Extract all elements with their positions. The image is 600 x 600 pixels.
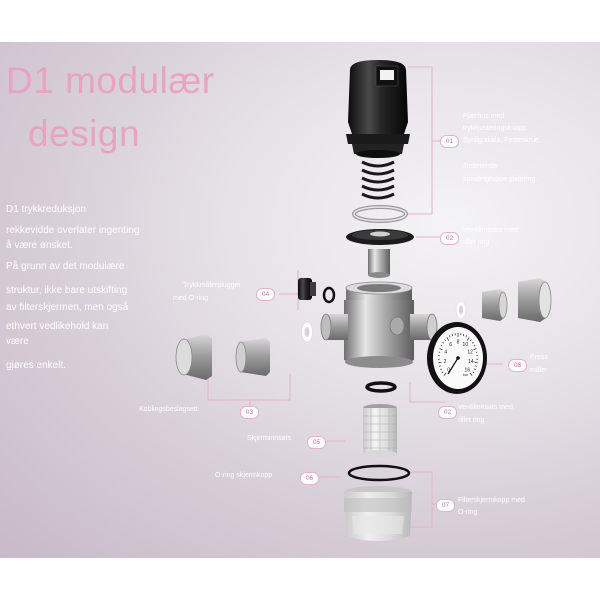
callout-label-07-line-2: O-ring (458, 509, 478, 516)
gauge-numeral: 6 (449, 342, 452, 348)
callout-number-08: 08 (508, 359, 527, 372)
gauge-tick (439, 365, 441, 367)
spring-housing-part (346, 60, 410, 200)
gauge-unit: bar (463, 373, 469, 377)
gauge-tick (440, 344, 443, 347)
gauge-tick (473, 348, 477, 351)
callout-number-06: 06 (300, 472, 319, 485)
gauge-numeral: 10 (463, 342, 469, 348)
gauge-tick (443, 372, 447, 376)
callout-label-08-line-2: måler (530, 367, 548, 374)
intro-line-4: På grunn av det modulære (6, 261, 125, 272)
title-line-1: D1 modulær (6, 60, 215, 101)
gauge-tick (449, 335, 451, 338)
gauge-tick (473, 344, 476, 347)
callout-label-01-line-4: Justerende (463, 163, 498, 170)
gauge-numeral: 16 (465, 367, 471, 373)
callout-label-05: Skjerminnsats (247, 435, 291, 442)
gauge-tick (439, 348, 443, 351)
callout-label-04-line-1: Trykkmålerplugger (183, 282, 241, 289)
gauge-tick (471, 341, 474, 344)
gauge-tick (442, 341, 445, 344)
callout-number-04: 04 (256, 288, 275, 301)
gauge-tick (444, 339, 446, 342)
gauge-numeral: 14 (468, 359, 474, 365)
intro-line-6: av filterskjermen, men også (6, 302, 129, 313)
intro-line-7: ethvert vedlikehold kan (6, 321, 109, 332)
callout-label-01-line-3: Synlig skala, Festeskrue. (463, 137, 541, 144)
gauge-numeral: 4 (444, 349, 447, 355)
callout-label-08-line-1: Press (530, 354, 548, 361)
callout-line-03 (207, 374, 291, 401)
screen-cup-part (344, 486, 412, 541)
callout-label-02a-line-1: Ventilinnsats med (463, 227, 518, 234)
callout-line-01 (408, 66, 433, 215)
gauge-tick (474, 368, 476, 371)
callout-label-04-line-2: med O-ring (173, 295, 209, 302)
callout-label-01-line-2: trykkjusteringsknapp. (463, 125, 529, 132)
callout-label-07-line-1: Filterskjermkopp med (458, 497, 525, 504)
callout-label-06: O-ring skjermkopp (215, 472, 273, 479)
intro-line-5: struktur, ikke bare utskifting (6, 285, 128, 296)
gauge-numeral: 12 (467, 349, 473, 355)
gauge-tick (472, 371, 475, 374)
gauge-numeral: 2 (444, 359, 447, 365)
callout-line-07 (408, 471, 433, 528)
gauge-numeral: 8 (457, 339, 460, 345)
valve-body-part (320, 281, 438, 368)
callout-number-02a: 02 (440, 232, 459, 245)
callout-number-07: 07 (436, 499, 455, 512)
callout-line-02b (409, 382, 445, 403)
callout-number-01: 01 (440, 135, 459, 148)
gauge-tick (467, 337, 470, 341)
callout-label-01-line-1: Fjærhus med (463, 113, 505, 120)
gauge-tick (440, 368, 442, 371)
gauge-plug-part (298, 278, 336, 304)
intro-line-8: være (6, 336, 29, 347)
glide-ring-part (352, 205, 408, 223)
intro-line-3: å være ønsket. (6, 240, 73, 251)
gauge-tick (441, 371, 444, 374)
intro-line-1: D1 trykkreduksjon (6, 204, 87, 215)
intro-line-9: gjøres enkelt. (6, 360, 67, 371)
callout-label-02b-line-2: rillet ring (458, 417, 485, 424)
valve-insert-top-part (346, 229, 414, 278)
coupling-right-part (455, 278, 552, 322)
callout-line-04b (280, 293, 299, 310)
intro-line-2: rekkevidde overlater ingenting (6, 225, 140, 236)
callout-label-02a-line-2: rillet ring (463, 239, 490, 246)
callout-line-04 (279, 270, 299, 295)
callout-label-01-line-5: spindelgruppe glidering. (463, 176, 538, 183)
gauge-tick (465, 335, 467, 338)
callout-number-05: 05 (307, 436, 326, 449)
callout-label-03: Koblingsbeslagsett (139, 406, 198, 413)
gauge-numeral: 0 (447, 367, 450, 373)
gauge-tick (438, 361, 442, 364)
callout-number-02b: 02 (438, 406, 457, 419)
lower-valve-insert-part (365, 381, 397, 393)
coupling-left-part (175, 321, 313, 380)
gauge-tick (446, 337, 449, 341)
gauge-tick (470, 339, 472, 342)
screen-insert-part (363, 404, 397, 458)
title-line-2: design (28, 113, 141, 154)
screen-cup-oring-part (347, 464, 411, 482)
gauge-tick (475, 365, 477, 367)
callout-number-03: 03 (240, 406, 259, 419)
gauge-tick (469, 372, 473, 376)
gauge-tick (474, 361, 478, 364)
callout-label-02b-line-1: Ventilinnsats med (458, 404, 513, 411)
